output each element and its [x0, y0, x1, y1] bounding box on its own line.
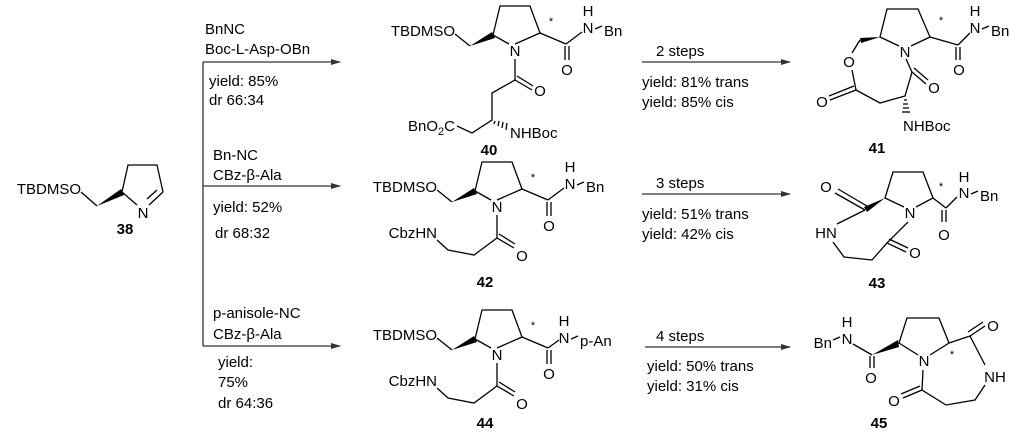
- o-label: O: [534, 83, 546, 100]
- cbzhn-label: CbzHN: [389, 373, 437, 390]
- n-label: N: [492, 199, 503, 216]
- n-label: N: [905, 205, 916, 222]
- compound-number: 44: [477, 415, 494, 432]
- o-label: O: [909, 245, 921, 262]
- branch-3-text: p-anisole-NC CBz-β-Ala yield: 75% dr 64:…: [213, 305, 301, 412]
- cbzhn-label: CbzHN: [389, 225, 437, 242]
- n-label: N: [970, 20, 981, 37]
- reagent: CBz-β-Ala: [213, 167, 282, 184]
- tbdmso-label: TBDMSO: [373, 327, 437, 344]
- stereo-asterisk: *: [531, 320, 536, 332]
- compound-number: 40: [481, 142, 498, 159]
- p-an-label: p-An: [580, 333, 612, 350]
- o-label: O: [543, 366, 555, 383]
- n-label: N: [583, 20, 594, 37]
- o-label: O: [953, 62, 965, 79]
- h-label: H: [970, 3, 981, 20]
- nhboc-label: NHBoc: [903, 118, 951, 135]
- step-yield: yield: 50% trans: [647, 358, 754, 375]
- hn-label: HN: [815, 225, 837, 242]
- h-label: H: [842, 314, 853, 331]
- stereo-asterisk: *: [939, 181, 944, 193]
- h-label: H: [565, 159, 576, 176]
- bn-label: Bn: [991, 23, 1009, 40]
- compound-number: 45: [871, 415, 888, 432]
- condition: 75%: [218, 374, 248, 391]
- step-yield: yield: 31% cis: [647, 378, 739, 395]
- o-label: O: [888, 393, 900, 410]
- o-label: O: [561, 62, 573, 79]
- n-label: N: [959, 185, 970, 202]
- branch-2-text: Bn-NC CBz-β-Ala yield: 52% dr 68:32: [213, 147, 282, 242]
- step-yield: yield: 42% cis: [642, 226, 734, 243]
- compound-number: 38: [117, 221, 134, 238]
- stereo-asterisk: *: [531, 172, 536, 184]
- branch-arrows: [202, 59, 341, 349]
- step-arrows: 2 steps yield: 81% trans yield: 85% cis …: [642, 43, 791, 395]
- nhboc-label: NHBoc: [510, 125, 558, 142]
- o-label: O: [516, 248, 528, 265]
- condition: dr 64:36: [218, 395, 273, 412]
- o-label: O: [843, 54, 855, 71]
- condition: yield: 85%: [209, 73, 278, 90]
- step-label: 4 steps: [656, 328, 704, 345]
- n-label: N: [919, 353, 930, 370]
- o-label: O: [938, 227, 950, 244]
- condition: yield:: [218, 354, 253, 371]
- n-label: N: [510, 43, 521, 60]
- tbdmso-label: TBDMSO: [17, 181, 81, 198]
- n-label: N: [842, 331, 853, 348]
- tbdmso-label: TBDMSO: [373, 179, 437, 196]
- step-yield: yield: 85% cis: [642, 94, 734, 111]
- reagent: p-anisole-NC: [213, 305, 301, 322]
- n-label: N: [565, 176, 576, 193]
- compound-43: N * O N H Bn O HN O 43: [815, 169, 998, 292]
- n-label: N: [138, 205, 149, 222]
- ester-label: BnO2C: [408, 118, 455, 138]
- nh-label: NH: [984, 369, 1006, 386]
- step-label: 3 steps: [656, 175, 704, 192]
- compound-38: TBDMSO N 38: [17, 164, 164, 238]
- compound-42: TBDMSO N * O N H Bn O CbzHN 42: [373, 159, 605, 291]
- condition: yield: 52%: [213, 199, 282, 216]
- condition: dr 66:34: [209, 92, 264, 109]
- compound-44: TBDMSO N * O N H p-An O CbzHN 44: [373, 309, 612, 432]
- condition: dr 68:32: [215, 225, 270, 242]
- reagent: CBz-β-Ala: [213, 326, 282, 343]
- n-label: N: [900, 44, 911, 61]
- stereo-asterisk: *: [939, 15, 944, 27]
- step-yield: yield: 51% trans: [642, 206, 749, 223]
- compound-40: TBDMSO N * O N H Bn O BnO2C NHBoc 40: [391, 3, 623, 159]
- stereo-asterisk: *: [950, 349, 955, 361]
- compound-number: 43: [869, 275, 886, 292]
- reagent: Boc-L-Asp-OBn: [205, 41, 310, 58]
- bn-label: Bn: [814, 335, 832, 352]
- branch-1-text: BnNC Boc-L-Asp-OBn yield: 85% dr 66:34: [205, 21, 310, 109]
- o-label: O: [820, 179, 832, 196]
- n-label: N: [559, 330, 570, 347]
- step-label: 2 steps: [656, 43, 704, 60]
- step-yield: yield: 81% trans: [642, 74, 749, 91]
- reagent: Bn-NC: [213, 147, 258, 164]
- h-label: H: [559, 313, 570, 330]
- h-label: H: [583, 3, 594, 20]
- compound-41: N * O N H Bn O O O NHBoc 41: [816, 3, 1009, 157]
- compound-number: 42: [477, 274, 494, 291]
- compound-45: Bn N H O N * O NH O 45: [814, 314, 1006, 432]
- bn-label: Bn: [980, 188, 998, 205]
- bn-label: Bn: [586, 179, 604, 196]
- o-label: O: [543, 218, 555, 235]
- compound-number: 41: [869, 140, 886, 157]
- o-label: O: [516, 396, 528, 413]
- tbdmso-label: TBDMSO: [391, 23, 455, 40]
- stereo-asterisk: *: [549, 16, 554, 28]
- bn-label: Bn: [604, 23, 622, 40]
- o-label: O: [987, 318, 999, 335]
- n-label: N: [492, 347, 503, 364]
- o-label: O: [816, 94, 828, 111]
- o-label: O: [928, 80, 940, 97]
- h-label: H: [959, 169, 970, 186]
- reagent: BnNC: [205, 21, 245, 38]
- o-label: O: [865, 370, 877, 387]
